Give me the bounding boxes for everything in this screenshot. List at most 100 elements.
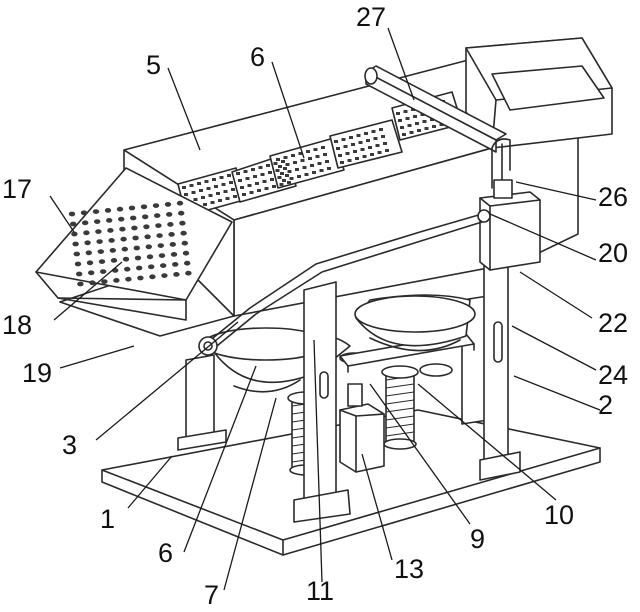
screen-hole (293, 161, 297, 164)
chute-hole (107, 228, 114, 233)
screen-hole (347, 159, 352, 162)
callout-label-10: 10 (544, 500, 574, 530)
screen-hole (295, 168, 299, 171)
screen-hole (197, 182, 201, 185)
screen-hole (297, 175, 301, 178)
screen-hole (345, 152, 350, 155)
chute-hole (172, 262, 179, 267)
chute-hole (106, 218, 113, 223)
chute-hole (179, 220, 186, 226)
callout-label-19: 19 (22, 358, 52, 388)
callout-label-3: 3 (62, 430, 77, 460)
screen-hole (279, 183, 284, 186)
screen-hole (278, 165, 282, 168)
screen-hole (312, 171, 316, 174)
screen-hole (304, 173, 309, 176)
screen-hole (210, 201, 215, 204)
chute-hole (72, 241, 79, 247)
chute-hole (143, 224, 150, 230)
screen-hole (362, 155, 367, 158)
screen-hole (302, 166, 307, 169)
screen-hole (377, 151, 382, 154)
screen-hole (403, 110, 408, 113)
screen-hole (225, 197, 230, 200)
chute-hole (158, 253, 166, 258)
screen-hole (430, 118, 434, 121)
chute-hole (161, 273, 168, 278)
chute-hole (71, 231, 78, 237)
callout-label-13: 13 (394, 554, 424, 584)
callout-label-24: 24 (598, 360, 628, 390)
screen-hole (191, 191, 196, 194)
screen-hole (353, 150, 357, 153)
screen-hole (381, 135, 385, 138)
chute-hole (152, 203, 160, 209)
screen-hole (355, 157, 359, 160)
screen-hole (233, 195, 237, 198)
chute-hole (148, 264, 155, 270)
chute-hole (88, 270, 95, 276)
screen-hole (420, 113, 425, 116)
chute-hole (94, 219, 101, 225)
screen-hole (334, 140, 338, 143)
screen-hole (422, 120, 427, 123)
screen-hole (298, 152, 303, 155)
chute-hole (164, 202, 172, 207)
chute-hole (166, 212, 173, 217)
callout-label-1: 1 (100, 504, 115, 534)
callout-label-6: 6 (158, 538, 173, 568)
screen-hole (277, 176, 282, 179)
chute-hole (84, 240, 91, 246)
callout-label-4: 5 (146, 50, 161, 80)
screen-hole (262, 180, 267, 183)
screen-hole (308, 157, 312, 160)
chute-hole (180, 230, 187, 236)
screen-hole (203, 203, 207, 206)
screen-hole (287, 170, 292, 173)
screen-hole (400, 126, 404, 129)
chute-hole (128, 205, 136, 211)
chute-hole (176, 200, 184, 206)
screen-hole (283, 156, 288, 159)
chute-hole (70, 221, 77, 227)
chute-perforations (68, 200, 192, 287)
screen-hole (270, 178, 274, 181)
chute-hole (76, 271, 83, 277)
screen-hole (247, 184, 252, 187)
callout-labels: 5 6 27 17 18 19 3 1 6 7 11 13 9 10 2 24 … (2, 2, 628, 610)
chute-hole (98, 259, 106, 264)
callout-label-5: 6 (250, 42, 265, 72)
posts (293, 231, 521, 523)
back-legs (177, 295, 489, 451)
chute-hole (167, 222, 174, 227)
screen-hole (317, 162, 322, 165)
screen-hole (257, 189, 261, 192)
chute-hole (97, 249, 105, 255)
screen-hole (415, 122, 419, 125)
screen-hole (375, 144, 380, 147)
screen-hole (300, 159, 305, 162)
chute-hole (137, 275, 144, 281)
screen-hole (206, 187, 211, 190)
screen-hole (349, 136, 353, 139)
screen-hole (283, 167, 287, 170)
chute-hole (110, 258, 118, 263)
chute-hole (181, 240, 188, 246)
screen-hole (336, 147, 340, 150)
chute-hole (185, 270, 192, 276)
chute-hole (104, 208, 112, 213)
screen-hole (260, 173, 265, 176)
callout-label-9: 9 (470, 524, 485, 554)
screen-hole (182, 186, 186, 189)
screen-hole (280, 172, 284, 175)
screen-hole (204, 180, 209, 183)
screen-hole (268, 171, 272, 174)
callout-label-11: 11 (306, 576, 334, 606)
screen-hole (199, 189, 203, 192)
screen-hole (383, 142, 387, 145)
chute-hole (96, 239, 103, 245)
callout-label-26: 26 (598, 182, 628, 212)
callout-label-2: 2 (598, 390, 613, 420)
callout-label-20: 20 (598, 238, 628, 268)
